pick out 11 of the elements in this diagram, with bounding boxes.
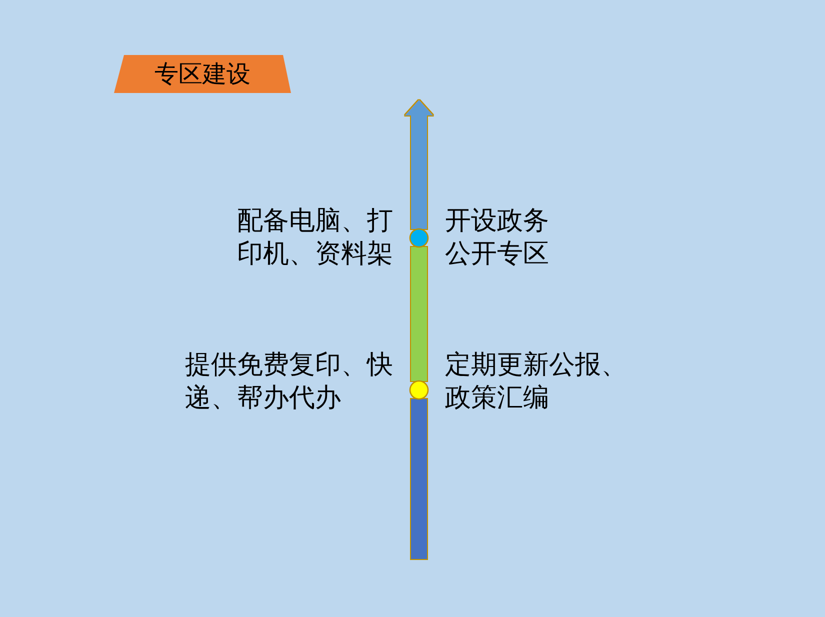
block-arrow [405,100,433,229]
milestone-text: 开设政务公开专区 [445,205,550,271]
milestone-text: 配备电脑、打印机、资料架 [237,205,394,271]
section-heading: 专区建设 [154,60,250,88]
timeline-dot-icon [409,380,429,400]
timeline-bar [411,247,427,381]
timeline-bar [411,399,427,559]
timeline-dot-icon [409,228,429,248]
milestone-text: 提供免费复印、快递、帮办代办 [185,349,394,415]
title-banner [114,55,291,93]
milestone-text: 定期更新公报、政策汇编 [445,349,628,415]
